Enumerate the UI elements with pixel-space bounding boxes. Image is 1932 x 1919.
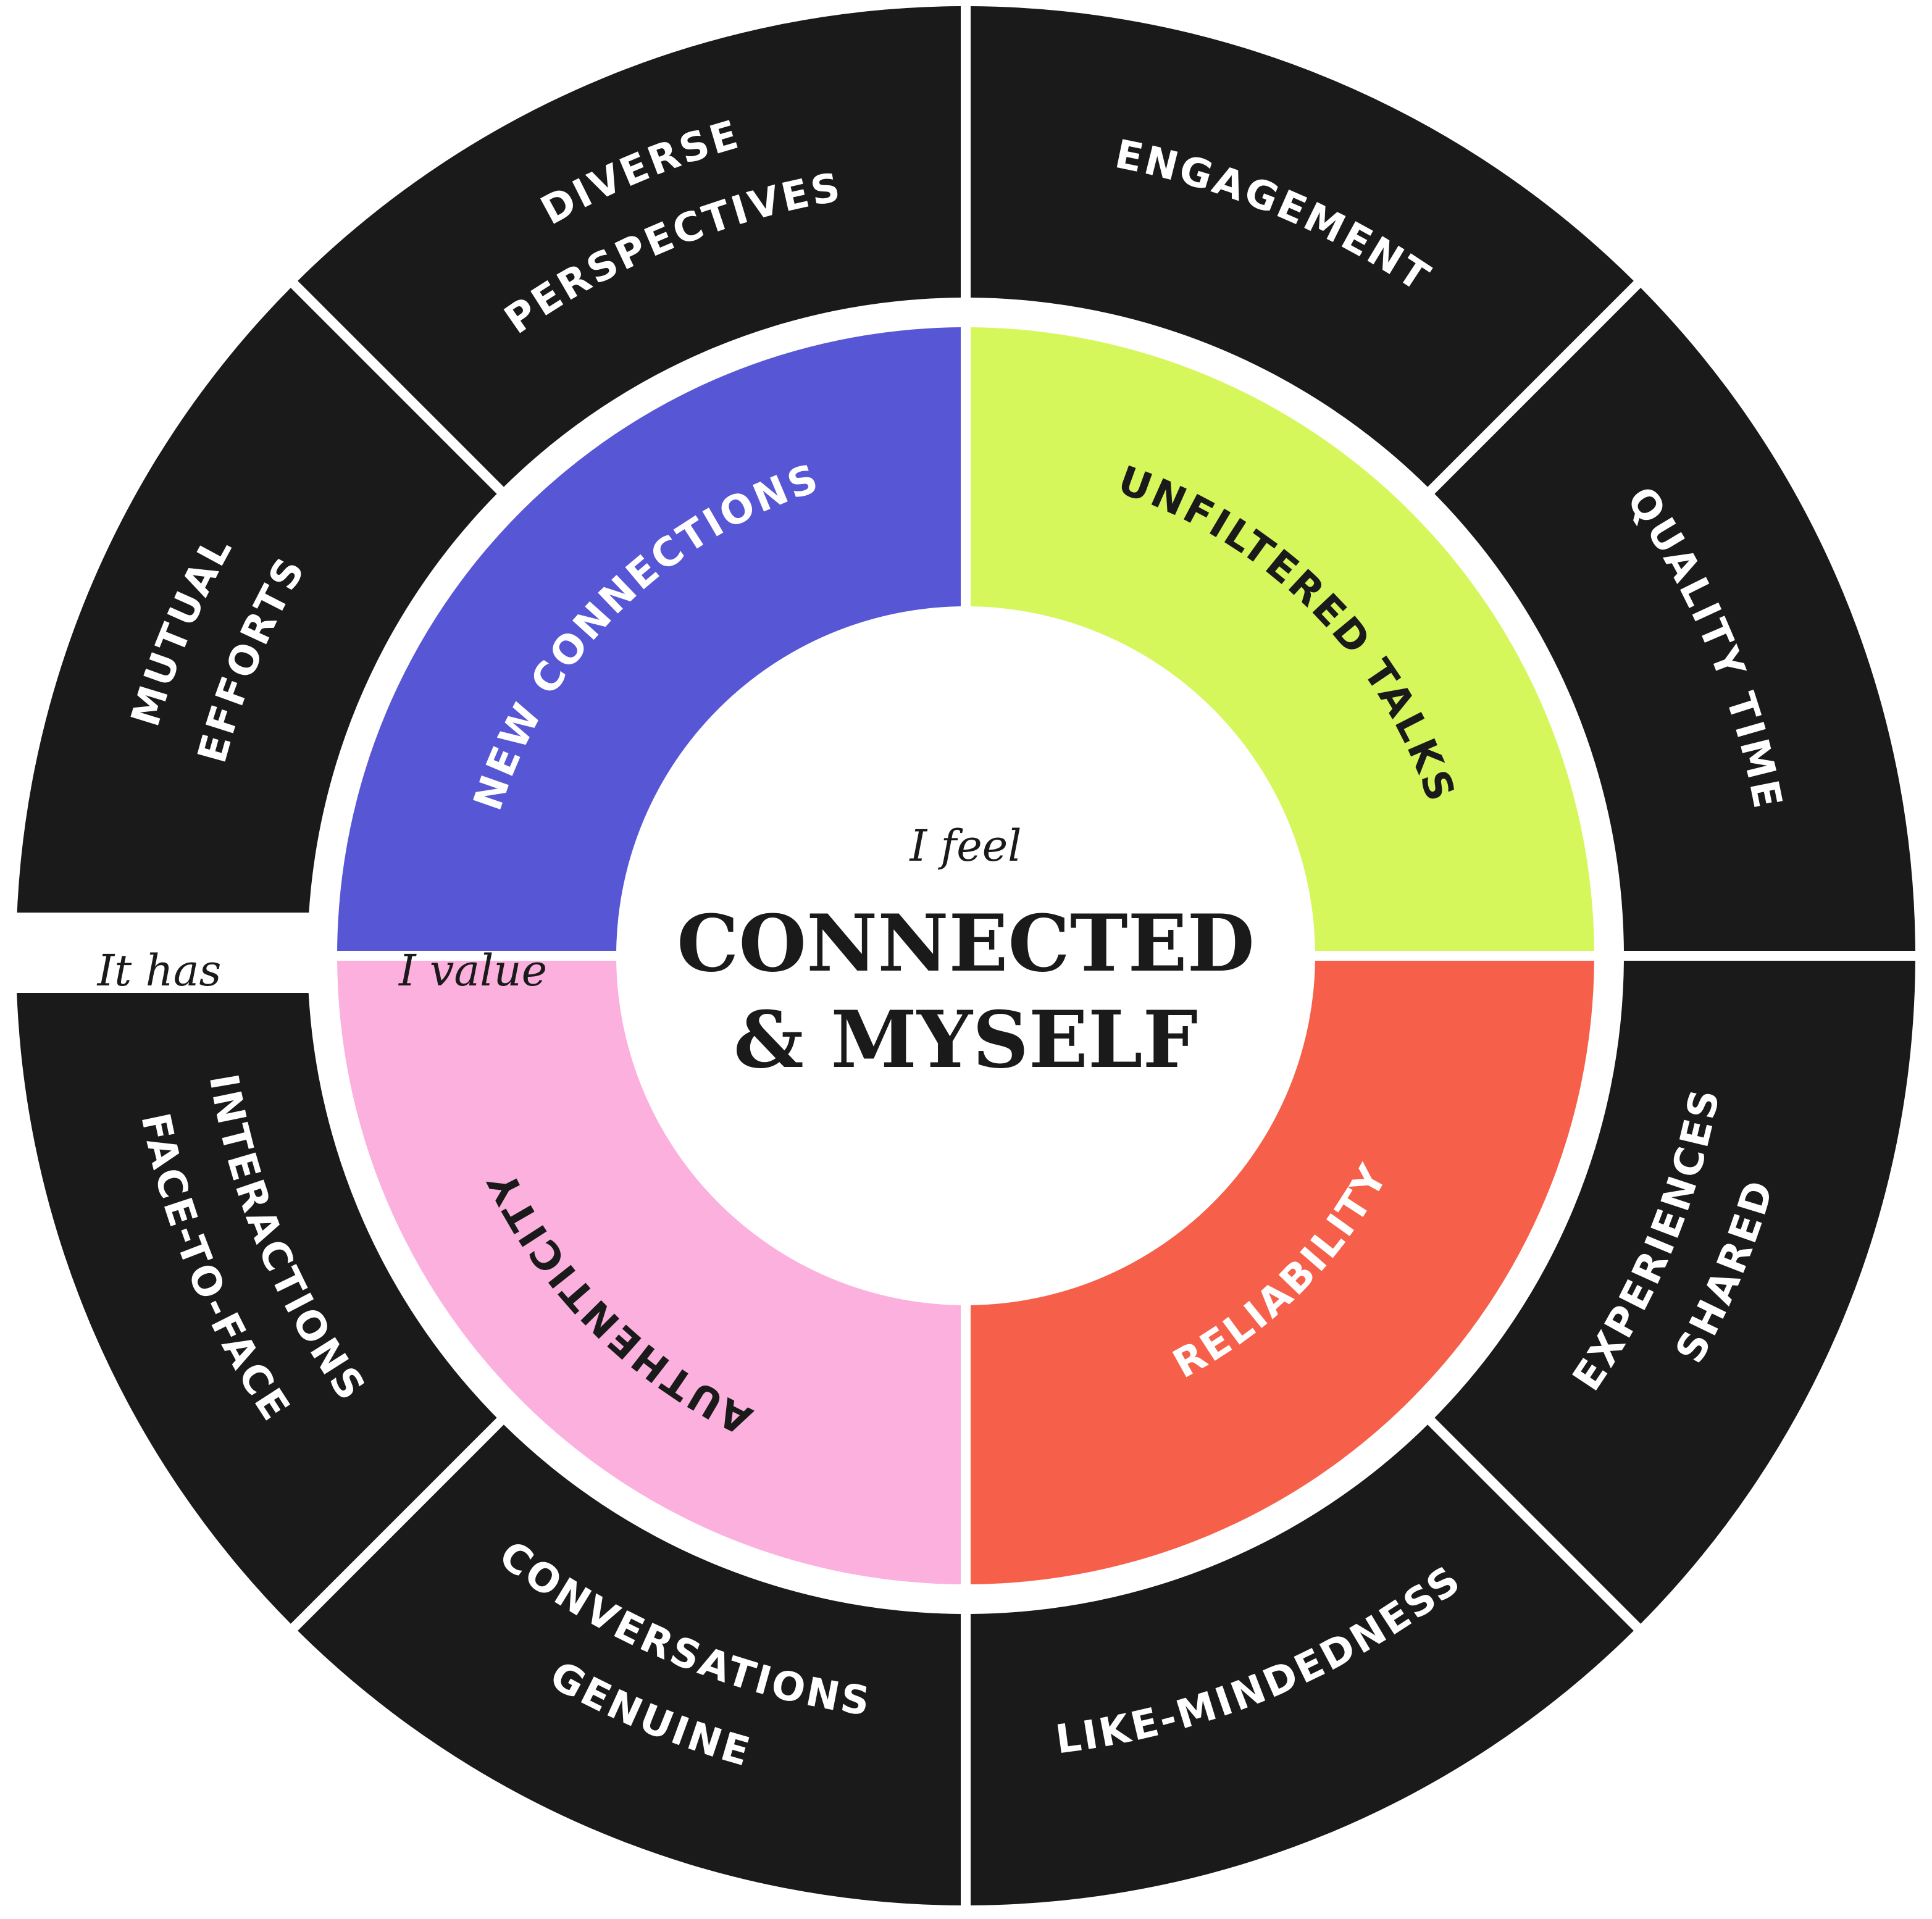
outer-ring-label: It has [96, 945, 222, 996]
inner-segment-authenticity [337, 961, 961, 1584]
outer-segment-mutual-efforts [16, 288, 497, 951]
outer-segment-diverse-perspectives [298, 6, 961, 487]
inner-ring [337, 327, 1594, 1584]
inner-ring-label: I value [398, 945, 547, 996]
outer-segment-quality-time [1434, 288, 1915, 951]
center-title-line1: CONNECTED [677, 898, 1255, 989]
left-band: It has I value [96, 945, 547, 996]
center-text: I feel CONNECTED & MYSELF [677, 821, 1255, 1085]
center-title-line2: & MYSELF [734, 994, 1198, 1085]
outer-segment-like-mindedness [971, 1424, 1634, 1905]
inner-segment-unfiltered-talks [971, 327, 1594, 951]
outer-ring [0, 6, 1915, 1905]
outer-segment-shared-experiences [1434, 961, 1915, 1624]
outer-segment-genuine-conversations [298, 1424, 961, 1905]
inner-segment-new-connections [337, 327, 961, 951]
center-intro: I feel [908, 821, 1021, 871]
outer-segment-engagement [971, 6, 1634, 487]
outer-segment-face-to-face-interactions [16, 961, 497, 1624]
inner-segment-reliability [971, 961, 1594, 1584]
